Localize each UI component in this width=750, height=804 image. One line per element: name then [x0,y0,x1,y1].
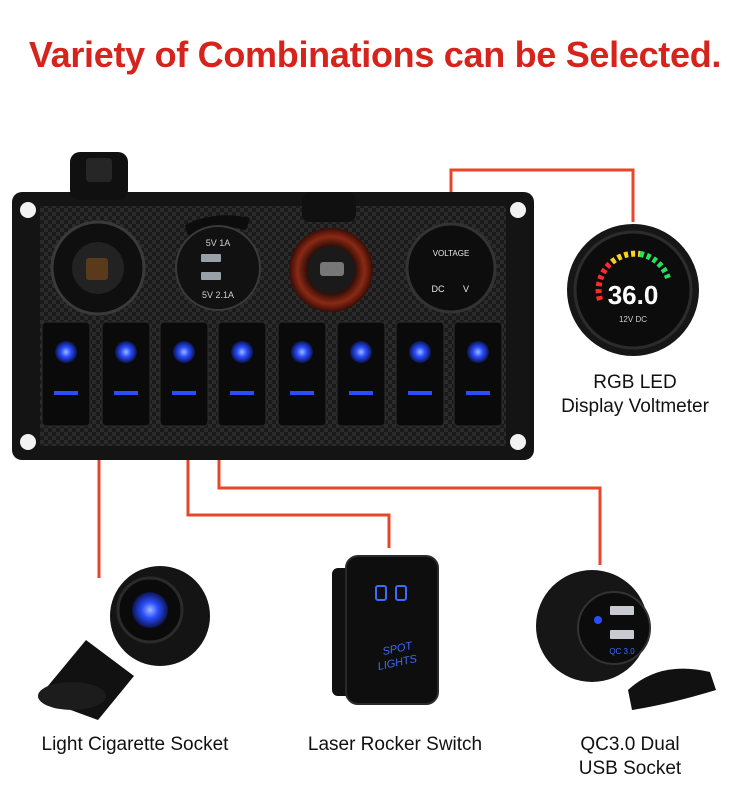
usb-caption: QC3.0 Dual USB Socket [530,733,730,781]
rocker-switch-row [41,321,503,427]
voltmeter-caption-line2: Display Voltmeter [561,396,709,417]
voltmeter-product: 36.0 12V DC [567,224,699,356]
socket-caption: Light Cigarette Socket [41,734,229,755]
rocker-switch [159,321,209,427]
voltmeter-face-left: DC [432,284,445,294]
voltmeter-unit-label: 12V DC [619,315,647,324]
panel-power-socket [289,192,373,312]
panel-cigarette-socket [50,152,146,316]
rocker-switch [217,321,267,427]
rocker-caption: Laser Rocker Switch [307,734,483,755]
voltmeter-reading: 36.0 [608,280,659,310]
rocker-switch [101,321,151,427]
usb-label-bottom: 5V 2.1A [202,290,234,300]
usb-caption-line2: USB Socket [578,758,682,779]
rocker-switch-product: SPOT LIGHTS [332,555,439,705]
usb-socket-product: QC 3.0 [536,570,716,710]
voltmeter-caption-line1: RGB LED [593,372,677,393]
rocker-switch [277,321,327,427]
voltmeter-caption: RGB LED Display Voltmeter [540,371,730,419]
usb-label-top: 5V 1A [206,238,231,248]
rocker-switch [453,321,503,427]
panel-usb-socket: 5V 1A 5V 2.1A [175,215,261,311]
voltmeter-face-right: V [463,284,469,294]
rocker-switch [336,321,386,427]
usb-caption-line1: QC3.0 Dual [580,734,680,755]
usb-port-label: QC 3.0 [609,647,635,656]
panel-voltmeter: VOLTAGE DC V [405,222,497,314]
voltmeter-face-top: VOLTAGE [433,249,470,258]
rocker-switch [41,321,91,427]
cigarette-socket-product [38,566,210,720]
rocker-switch [395,321,445,427]
headline: Variety of Combinations can be Selected. [28,34,722,75]
